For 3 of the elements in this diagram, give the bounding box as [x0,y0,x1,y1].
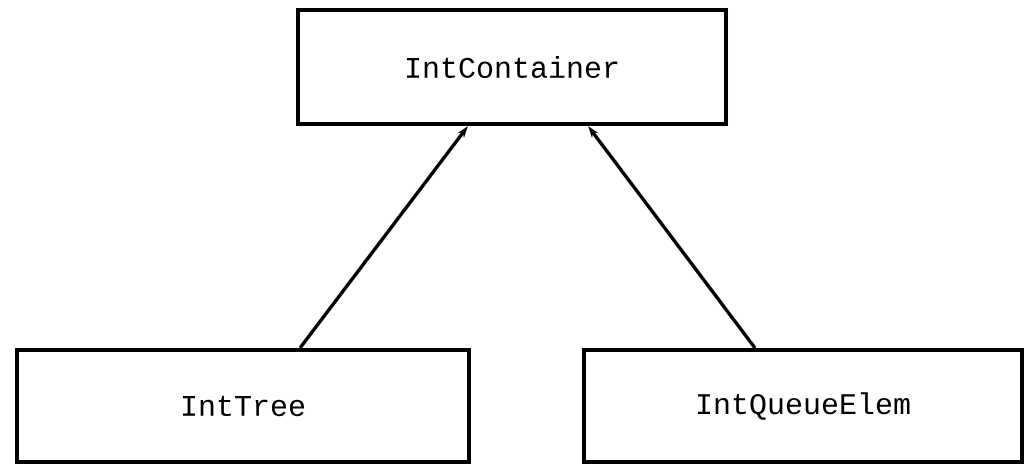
class-box: IntContainer [296,8,728,126]
class-box: IntTree [15,348,471,464]
class-box: IntQueueElem [582,348,1024,464]
